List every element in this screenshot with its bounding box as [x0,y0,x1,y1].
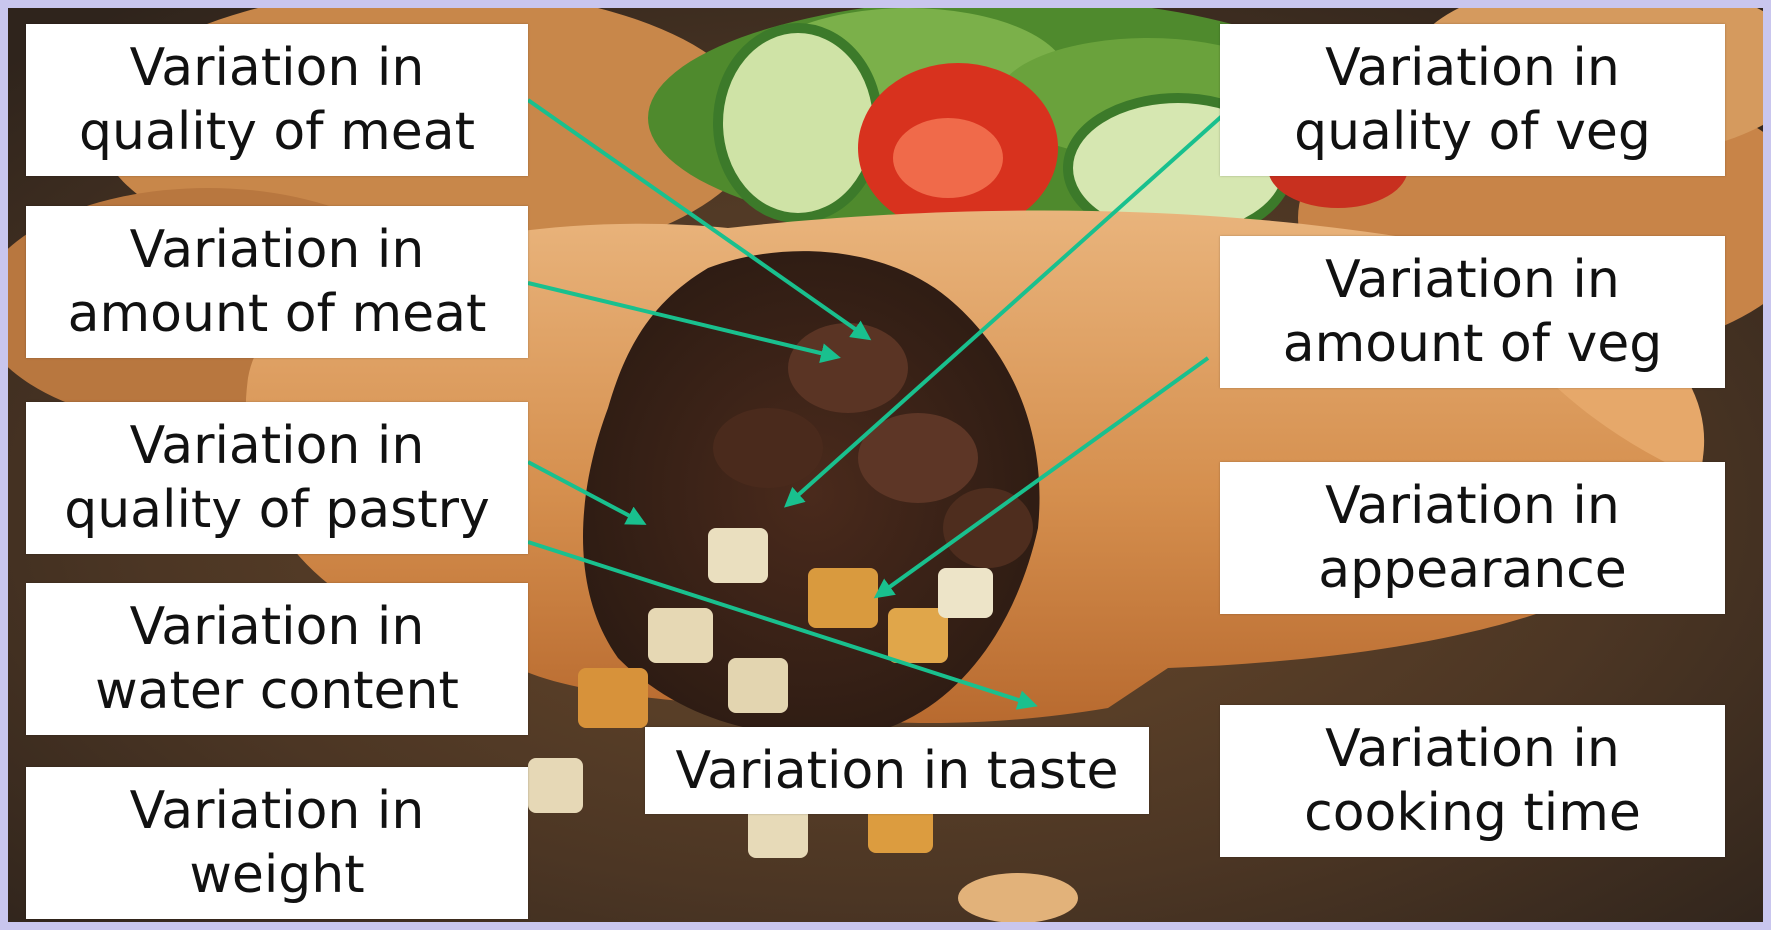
arrow-amount-veg [873,356,1210,599]
arrow-pastry-to-taste [527,540,1038,710]
label-taste: Variation in taste [645,727,1149,814]
arrow-quality-pastry [527,460,647,525]
arrow-quality-meat [526,98,872,341]
arrow-quality-veg [784,114,1224,508]
arrow-amount-meat [527,281,841,363]
